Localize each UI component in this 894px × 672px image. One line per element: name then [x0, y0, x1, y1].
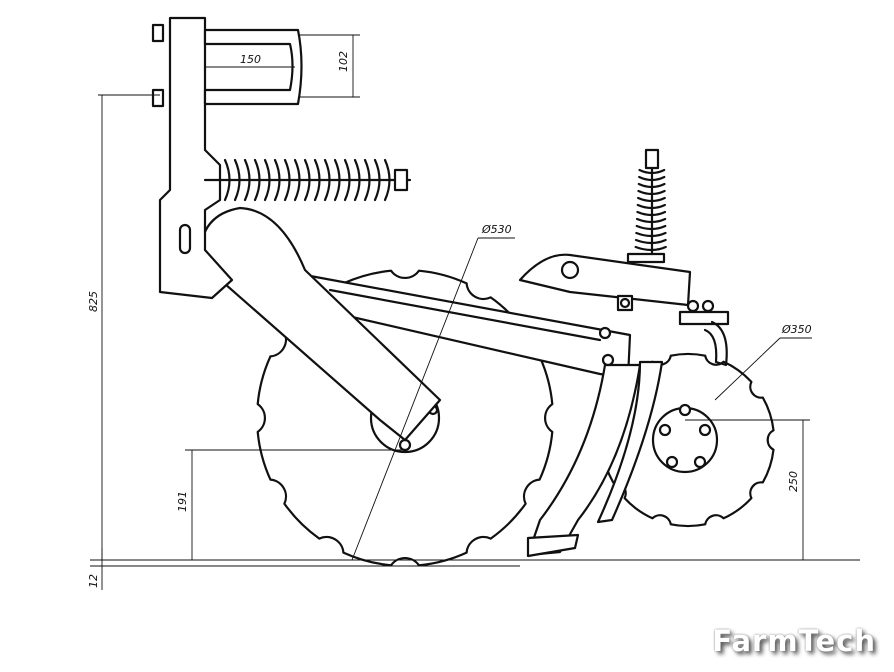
- ripper-shank: [526, 360, 664, 558]
- spring-coil: [333, 158, 341, 202]
- spring-coil: [637, 196, 666, 203]
- spring-coil: [253, 158, 261, 202]
- spring-coil: [323, 158, 331, 202]
- spring-coil: [637, 189, 666, 196]
- dim-clamp-height: 102: [337, 51, 350, 72]
- spring-coil: [638, 168, 666, 175]
- spring-coil: [263, 158, 271, 202]
- dim-main-disc-diameter: Ø530: [481, 223, 512, 236]
- spring-coil: [383, 158, 391, 202]
- spring-coil: [635, 224, 667, 231]
- dimension-lines: [90, 34, 860, 590]
- dim-clamp-width: 150: [240, 53, 261, 66]
- rear-bracket: [518, 253, 730, 367]
- dim-ground-offset: 12: [87, 574, 100, 588]
- dim-overall-height: 825: [87, 291, 100, 312]
- dim-rear-disc-diameter: Ø350: [781, 323, 812, 336]
- dim-main-axle-height: 191: [176, 491, 189, 512]
- spring-coil: [303, 158, 311, 202]
- spring-coil: [293, 158, 301, 202]
- spring-coil: [363, 158, 371, 202]
- mounting-plate: [151, 16, 234, 300]
- spring-coil: [273, 158, 281, 202]
- spring-coil: [636, 203, 666, 210]
- spring-coil: [313, 158, 321, 202]
- spring-coil: [283, 158, 291, 202]
- spring-coil: [233, 158, 241, 202]
- dim-rear-axle-height: 250: [787, 471, 800, 492]
- vertical-spring: [626, 148, 667, 264]
- spring-coil: [636, 210, 667, 217]
- spring-coil: [634, 238, 667, 245]
- spring-coil: [353, 158, 361, 202]
- spring-coil: [223, 158, 231, 202]
- spring-coil: [243, 158, 251, 202]
- u-clamp: [203, 28, 303, 106]
- horizontal-spring: [203, 158, 412, 202]
- spring-coil: [635, 217, 667, 224]
- spring-coil: [343, 158, 351, 202]
- farmtech-watermark: FarmTech: [712, 624, 876, 658]
- spring-coil: [634, 245, 667, 252]
- rear-disc-hub: [651, 403, 719, 474]
- spring-coil: [635, 231, 667, 238]
- spring-coil: [373, 158, 381, 202]
- spring-coil: [637, 182, 666, 189]
- spring-coil: [638, 175, 666, 182]
